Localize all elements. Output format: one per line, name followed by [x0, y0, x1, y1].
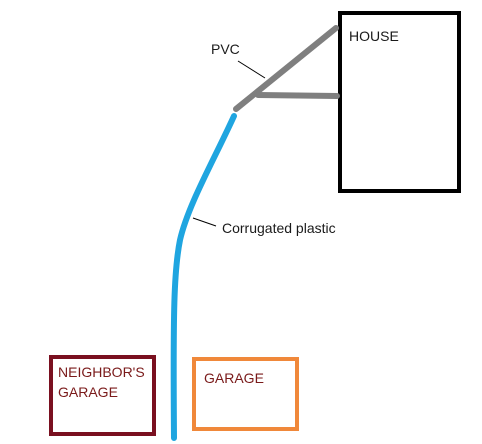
- pvc-label: PVC: [211, 41, 240, 57]
- neighbor-garage-label-line2: GARAGE: [58, 384, 118, 400]
- corrugated-label: Corrugated plastic: [222, 220, 336, 236]
- pvc-pipe-lower: [255, 92, 340, 99]
- corrugated-leader-line: [192, 217, 217, 227]
- pvc-leader-line: [237, 60, 266, 79]
- corrugated-pipe: [170, 113, 237, 441]
- pvc-pipe-upper: [233, 25, 339, 112]
- house-label: HOUSE: [349, 28, 399, 44]
- neighbor-garage-box: [49, 355, 156, 436]
- house-box: [338, 11, 461, 193]
- garage-box: [192, 357, 299, 431]
- garage-label: GARAGE: [204, 370, 264, 386]
- neighbor-garage-label-line1: NEIGHBOR'S: [58, 364, 145, 380]
